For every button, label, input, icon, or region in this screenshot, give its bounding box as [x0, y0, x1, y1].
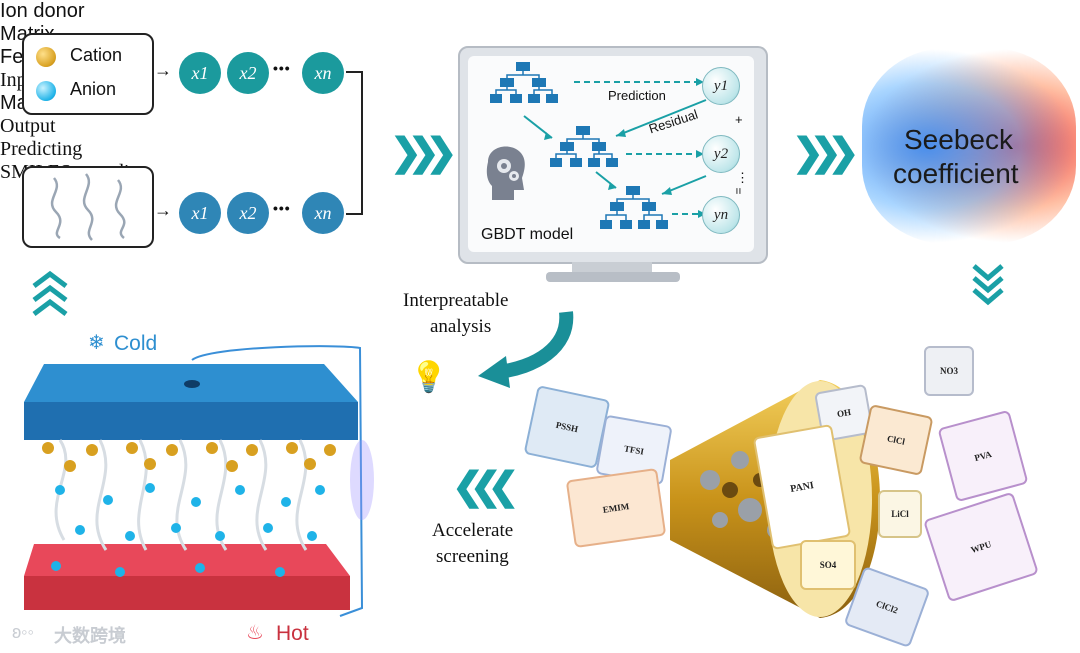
cation-dot	[36, 47, 56, 67]
plus-sign: +	[735, 112, 743, 127]
cold-label: Cold	[114, 332, 158, 355]
ellipsis-matrix: •••	[273, 200, 291, 216]
anion-dot	[36, 81, 56, 101]
chevron-up-icon	[30, 270, 70, 320]
gbdt-model-label: GBDT model	[481, 226, 574, 243]
chevron-right-icon: ❯❯❯	[792, 132, 859, 174]
molecule-card-no3: NO3	[924, 346, 974, 396]
hot-label: Hot	[276, 622, 309, 645]
feature-xn-matrix: xn	[302, 192, 344, 234]
interpret-label-1: Interpreatable	[403, 290, 509, 311]
chevron-left-icon: ❮❮❮	[452, 466, 519, 508]
flame-icon: ♨	[246, 622, 264, 644]
molecule-card-licl: LiCl	[878, 490, 922, 538]
curved-arrow-icon	[478, 311, 574, 388]
seebeck-splash-image	[862, 48, 1076, 244]
molecule-card-wpu: WPU	[923, 491, 1039, 603]
ion-donor-title: Ion donor	[0, 0, 85, 22]
lightbulb-icon: 💡	[410, 361, 448, 394]
predicting-label: Predicting	[0, 138, 83, 160]
molecule-card-emim: EMIM	[565, 467, 667, 549]
output-yn: yn	[702, 196, 740, 234]
equals-sign: =	[731, 187, 746, 195]
device-illustration	[24, 345, 374, 617]
chevron-right-icon: ❯❯❯	[390, 132, 457, 174]
accelerate-label-2: screening	[436, 546, 509, 567]
feature-x2-ion: x2	[227, 52, 269, 94]
seebeck-line-1: Seebeck	[904, 124, 1013, 155]
molecule-card-pva: PVA	[937, 409, 1029, 503]
gbdt-trees-diagram	[486, 62, 707, 229]
interpret-label-2: analysis	[430, 316, 492, 337]
feature-x1-ion: x1	[179, 52, 221, 94]
watermark-logo-icon: ʚ◦◦	[12, 622, 34, 642]
polymer-chains-icon	[50, 173, 126, 241]
feature-x2-matrix: x2	[227, 192, 269, 234]
vdots-sign: ⋮	[736, 170, 749, 185]
ion-donor-box: Cation Anion	[22, 33, 154, 115]
accelerate-label-1: Accelerate	[432, 520, 514, 541]
output-y1: y1	[702, 67, 740, 105]
arrow-right-icon: →	[154, 60, 172, 80]
chevron-down-icon	[970, 262, 1006, 306]
monitor-stand	[572, 262, 652, 272]
watermark-text: 大数跨境	[54, 626, 126, 646]
output-label: Output	[0, 115, 56, 137]
snowflake-icon: ❄	[88, 332, 105, 354]
brain-gear-icon	[486, 146, 525, 200]
molecule-card-so4: SO4	[800, 540, 856, 590]
arrow-right-icon: →	[154, 200, 172, 220]
output-y2: y2	[702, 135, 740, 173]
feature-x1-matrix: x1	[179, 192, 221, 234]
bracket-connector	[346, 71, 363, 215]
prediction-label: Prediction	[608, 88, 666, 103]
feature-xn-ion: xn	[302, 52, 344, 94]
matrix-box	[22, 166, 154, 248]
anion-label: Anion	[70, 79, 117, 99]
ellipsis-ion: •••	[273, 60, 291, 76]
seebeck-line-2: coefficient	[893, 158, 1019, 189]
monitor-base	[546, 272, 680, 282]
matrix-title: Matrix	[0, 23, 1080, 46]
cation-label: Cation	[70, 45, 123, 65]
molecule-card-clcl: ClCl	[858, 404, 934, 476]
